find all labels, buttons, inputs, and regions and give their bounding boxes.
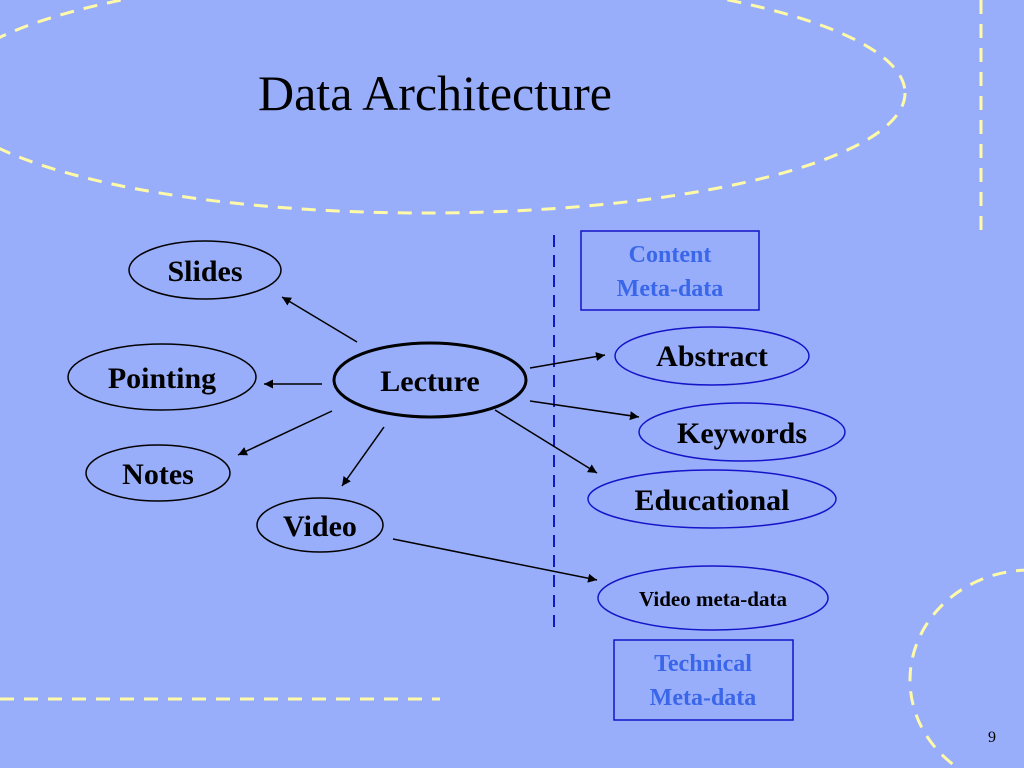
arrow-lecture-to-slides xyxy=(281,296,358,343)
node-notes-label: Notes xyxy=(122,458,194,491)
technical-metadata-label-line1: Technical xyxy=(654,651,752,677)
content-metadata-box: Content Meta-data xyxy=(580,230,760,311)
node-slides: Slides xyxy=(128,240,282,300)
node-slides-label: Slides xyxy=(167,255,242,288)
slide-title: Data Architecture xyxy=(258,65,612,121)
arrow-lecture-to-educational xyxy=(494,409,598,474)
arrows xyxy=(237,296,640,583)
node-lecture-label: Lecture xyxy=(380,365,479,398)
node-educational: Educational xyxy=(587,469,837,529)
node-video: Video xyxy=(256,497,384,553)
corner-dashed-ellipse xyxy=(908,568,1024,768)
arrow-lecture-to-keywords xyxy=(529,400,640,421)
node-video-metadata: Video meta-data xyxy=(597,565,829,631)
arrow-lecture-to-abstract xyxy=(529,352,606,369)
node-pointing: Pointing xyxy=(67,343,257,411)
node-keywords-label: Keywords xyxy=(677,417,807,450)
title-dashed-ellipse xyxy=(0,0,907,215)
content-metadata-label-line1: Content xyxy=(629,242,712,268)
technical-metadata-box: Technical Meta-data xyxy=(613,639,794,721)
node-video-metadata-label: Video meta-data xyxy=(639,587,787,611)
arrow-lecture-to-notes xyxy=(237,410,333,456)
node-notes: Notes xyxy=(85,444,231,502)
node-pointing-label: Pointing xyxy=(108,362,216,395)
node-video-label: Video xyxy=(283,510,357,543)
node-educational-label: Educational xyxy=(634,484,789,517)
arrow-video-to-video-metadata xyxy=(392,538,598,583)
node-abstract-label: Abstract xyxy=(656,340,768,373)
arrow-lecture-to-video xyxy=(341,426,385,487)
node-abstract: Abstract xyxy=(614,326,810,386)
node-keywords: Keywords xyxy=(638,402,846,462)
page-number: 9 xyxy=(988,729,996,746)
technical-metadata-label-line2: Meta-data xyxy=(650,685,757,711)
content-metadata-label-line2: Meta-data xyxy=(617,276,724,302)
node-lecture: Lecture xyxy=(332,341,528,419)
